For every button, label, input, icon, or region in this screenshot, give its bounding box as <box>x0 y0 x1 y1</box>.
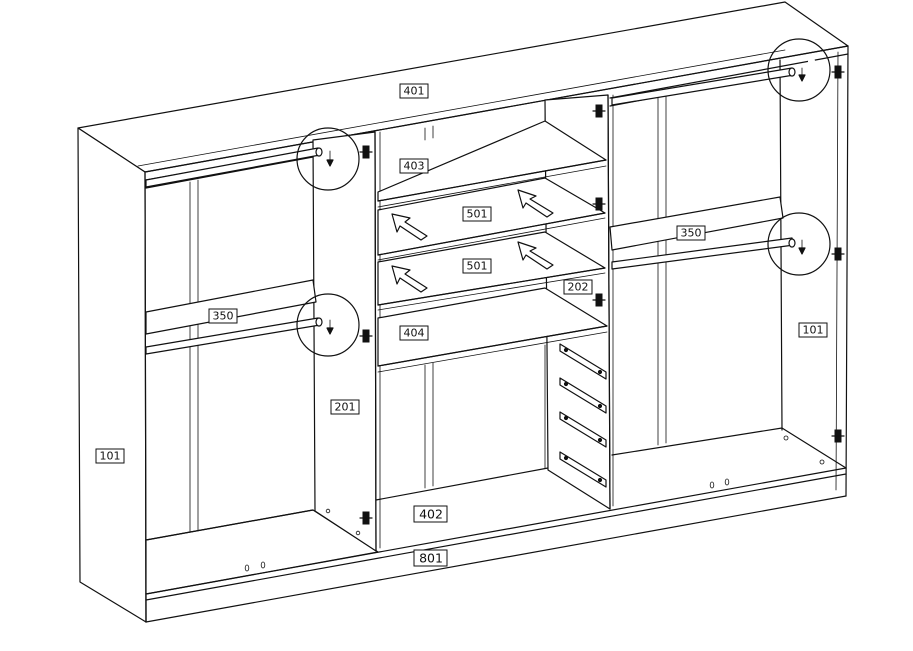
label-top-panel: 401 <box>399 83 429 99</box>
label-side-panel-left: 101 <box>95 448 125 464</box>
svg-text:403: 403 <box>404 160 425 173</box>
svg-text:350: 350 <box>213 310 234 323</box>
clothes-rail-bracket-icon <box>145 38 831 357</box>
label-side-panel-right: 101 <box>798 322 828 338</box>
top-panel <box>77 1 849 173</box>
rail-left <box>145 279 317 335</box>
partition-left <box>312 131 381 552</box>
label-rail-left: 350 <box>208 308 238 324</box>
label-shelf-lower: 404 <box>399 325 429 341</box>
bottom-panel <box>145 427 847 595</box>
side-panel-right <box>835 45 849 497</box>
svg-text:501: 501 <box>467 208 488 221</box>
label-plinth: 801 <box>413 549 448 567</box>
svg-text:404: 404 <box>404 327 425 340</box>
side-panel-left <box>77 127 147 623</box>
svg-text:501: 501 <box>467 260 488 273</box>
label-partition-right: 202 <box>563 279 593 295</box>
screw-holes <box>244 435 825 572</box>
slide-direction-arrow-icon <box>391 189 554 293</box>
svg-text:101: 101 <box>100 450 121 463</box>
label-partition-left: 201 <box>330 399 360 415</box>
label-sliding-shelf-lower: 501 <box>462 258 492 274</box>
door-hinge-icon <box>359 65 845 525</box>
svg-text:801: 801 <box>419 551 443 566</box>
svg-text:402: 402 <box>419 507 443 522</box>
label-shelf-upper: 403 <box>399 158 429 174</box>
drawer-runner-icon <box>559 343 607 488</box>
rail-right <box>609 196 784 251</box>
svg-text:202: 202 <box>568 281 589 294</box>
back-and-frame <box>145 53 849 536</box>
label-bottom-panel: 402 <box>413 505 448 523</box>
label-sliding-shelf-upper: 501 <box>462 206 492 222</box>
shelf-upper <box>377 120 607 208</box>
shelf-lower <box>377 287 608 373</box>
svg-text:201: 201 <box>335 401 356 414</box>
svg-text:350: 350 <box>681 227 702 240</box>
svg-text:401: 401 <box>404 85 425 98</box>
svg-text:101: 101 <box>803 324 824 337</box>
plinth <box>145 473 847 623</box>
label-rail-right: 350 <box>676 225 706 241</box>
